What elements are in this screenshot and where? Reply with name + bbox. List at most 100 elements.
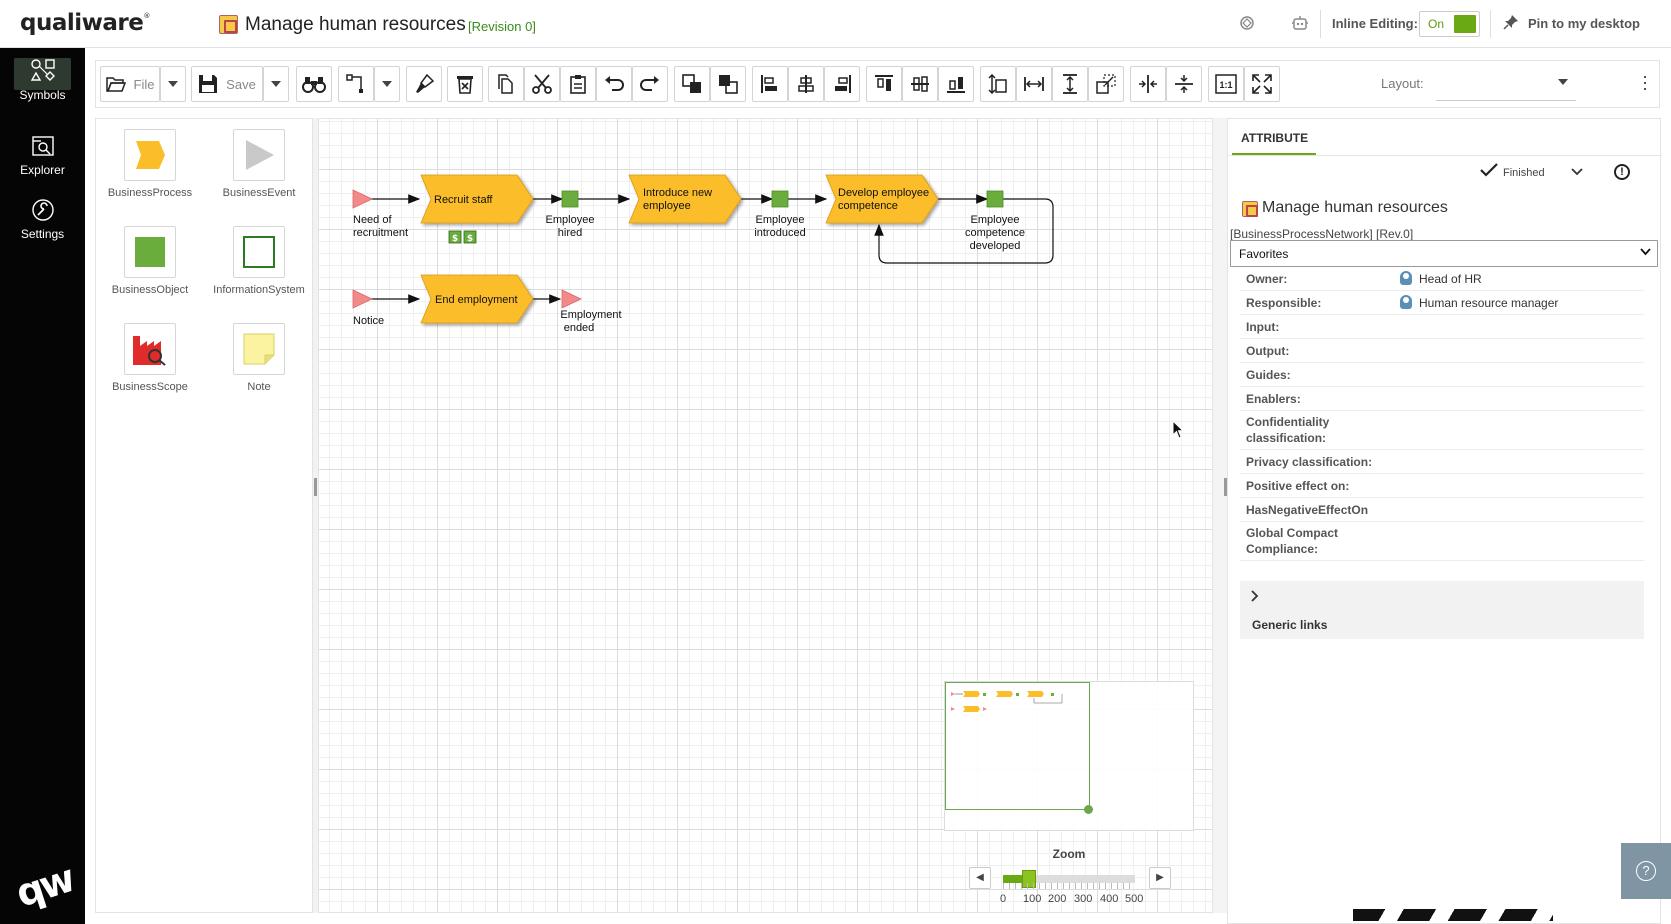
distribute-horizontal-button[interactable]: [1130, 66, 1166, 102]
redo-button[interactable]: [632, 66, 668, 102]
find-button[interactable]: [296, 66, 332, 102]
object-label: hired: [558, 227, 582, 239]
event-shape[interactable]: [352, 189, 373, 209]
palette-item-business-object[interactable]: BusinessObject: [100, 226, 200, 296]
save-button[interactable]: Save: [191, 66, 263, 102]
attribute-row-confidentiality[interactable]: Confidentiality classification:: [1240, 411, 1644, 450]
palette-item-business-process[interactable]: BusinessProcess: [100, 129, 200, 199]
connector-dropdown-button[interactable]: [374, 66, 400, 102]
attribute-row-negative-effect[interactable]: HasNegativeEffectOn: [1240, 498, 1644, 522]
process-shape[interactable]: [628, 174, 742, 224]
bring-to-front-button[interactable]: [674, 66, 710, 102]
process-shape[interactable]: [420, 274, 534, 324]
palette-item-information-system[interactable]: InformationSystem: [209, 226, 309, 296]
business-object-shape[interactable]: [771, 190, 789, 208]
save-dropdown-button[interactable]: [263, 66, 289, 102]
palette-item-note[interactable]: Note: [209, 323, 309, 393]
file-button[interactable]: File: [100, 66, 160, 102]
layout-select[interactable]: [1436, 67, 1576, 101]
delete-button[interactable]: [447, 66, 483, 102]
pin-to-desktop-button[interactable]: Pin to my desktop: [1528, 16, 1640, 31]
align-left-button[interactable]: [752, 66, 788, 102]
tab-attribute[interactable]: ATTRIBUTE: [1232, 119, 1316, 155]
zoom-out-button[interactable]: ◀: [969, 867, 991, 889]
business-object-shape[interactable]: [986, 190, 1004, 208]
ai-assistant-icon[interactable]: [1237, 14, 1257, 34]
file-dropdown-button[interactable]: [160, 66, 186, 102]
distribute-vertical-button[interactable]: [1166, 66, 1202, 102]
palette-item-business-event[interactable]: BusinessEvent: [209, 129, 309, 199]
attribute-view-select[interactable]: Favorites: [1230, 240, 1658, 267]
splitter-handle[interactable]: [314, 478, 317, 496]
align-middle-button[interactable]: [902, 66, 938, 102]
feedback-loop-arrow[interactable]: [874, 198, 1054, 264]
actual-size-button[interactable]: 1:1: [1208, 66, 1244, 102]
align-top-button[interactable]: [866, 66, 902, 102]
same-width-icon: [1024, 77, 1044, 91]
inline-editing-toggle[interactable]: On: [1419, 11, 1480, 37]
attribute-splitter[interactable]: [1213, 118, 1227, 913]
palette-splitter[interactable]: [313, 118, 318, 913]
chevron-down-icon[interactable]: [1570, 164, 1584, 180]
nav-item-settings[interactable]: Settings: [0, 197, 85, 241]
event-shape[interactable]: [561, 289, 582, 309]
connector-button[interactable]: [338, 66, 374, 102]
generic-links-section[interactable]: Generic links: [1240, 581, 1644, 639]
help-button[interactable]: ?: [1621, 843, 1671, 899]
process-shape[interactable]: [420, 174, 534, 224]
process-label: employee: [643, 200, 691, 212]
attribute-value[interactable]: Head of HR: [1400, 271, 1482, 286]
business-object-shape[interactable]: [561, 190, 579, 208]
attribute-row-owner[interactable]: Owner: Head of HR: [1240, 267, 1644, 291]
format-painter-button[interactable]: [406, 66, 442, 102]
minimap-viewport[interactable]: [945, 682, 1090, 810]
pin-icon[interactable]: [1503, 14, 1519, 35]
align-center-button[interactable]: [788, 66, 824, 102]
attribute-row-responsible[interactable]: Responsible: Human resource manager: [1240, 291, 1644, 315]
attachment-icon[interactable]: [463, 230, 477, 244]
attribute-label: Confidentiality classification:: [1246, 415, 1330, 445]
attachment-icon[interactable]: [448, 230, 462, 244]
undo-button[interactable]: [596, 66, 632, 102]
attribute-row-privacy[interactable]: Privacy classification:: [1240, 450, 1644, 474]
nav-item-explorer[interactable]: Explorer: [0, 133, 85, 177]
attribute-row-global-compact[interactable]: Global Compact Compliance:: [1240, 522, 1644, 561]
attribute-row-enablers[interactable]: Enablers:: [1240, 387, 1644, 411]
zoom-tick-label: 500: [1125, 893, 1144, 905]
attribute-row-positive-effect[interactable]: Positive effect on:: [1240, 474, 1644, 498]
attribute-value[interactable]: Human resource manager: [1400, 295, 1558, 310]
diagram-canvas[interactable]: Need of recruitment Notice Employment en…: [318, 118, 1213, 913]
qualiware-logo[interactable]: qualiware®: [20, 10, 150, 36]
cut-button[interactable]: [524, 66, 560, 102]
palette-item-business-scope[interactable]: BusinessScope: [100, 323, 200, 393]
attribute-row-input[interactable]: Input:: [1240, 315, 1644, 339]
revision-badge[interactable]: [Revision 0]: [468, 19, 536, 34]
fit-to-screen-button[interactable]: [1244, 66, 1280, 102]
nav-item-symbols[interactable]: Symbols: [0, 58, 85, 102]
distribute-horizontal-icon: [1139, 75, 1157, 93]
robot-icon[interactable]: [1290, 14, 1310, 34]
same-height-button[interactable]: [980, 66, 1016, 102]
same-size-button[interactable]: [1088, 66, 1124, 102]
alert-icon[interactable]: !: [1614, 164, 1630, 180]
event-shape[interactable]: [352, 289, 373, 309]
zoom-in-button[interactable]: ▶: [1149, 867, 1171, 889]
copy-button[interactable]: [488, 66, 524, 102]
more-options-icon[interactable]: ···: [1642, 66, 1648, 98]
minimap[interactable]: [944, 681, 1194, 831]
same-height-alt-button[interactable]: [1052, 66, 1088, 102]
minimap-resize-handle[interactable]: [1084, 805, 1093, 814]
zoom-slider[interactable]: [1003, 870, 1135, 888]
process-shape[interactable]: [825, 174, 939, 224]
same-width-button[interactable]: [1016, 66, 1052, 102]
align-right-button[interactable]: [824, 66, 860, 102]
send-to-back-button[interactable]: [710, 66, 746, 102]
align-bottom-button[interactable]: [938, 66, 974, 102]
paste-button[interactable]: [560, 66, 596, 102]
same-height-icon: [988, 74, 1007, 94]
status-label[interactable]: Finished: [1503, 167, 1545, 179]
chevron-right-icon[interactable]: [1250, 589, 1260, 608]
splitter-handle[interactable]: [1224, 478, 1227, 496]
attribute-row-guides[interactable]: Guides:: [1240, 363, 1644, 387]
attribute-row-output[interactable]: Output:: [1240, 339, 1644, 363]
